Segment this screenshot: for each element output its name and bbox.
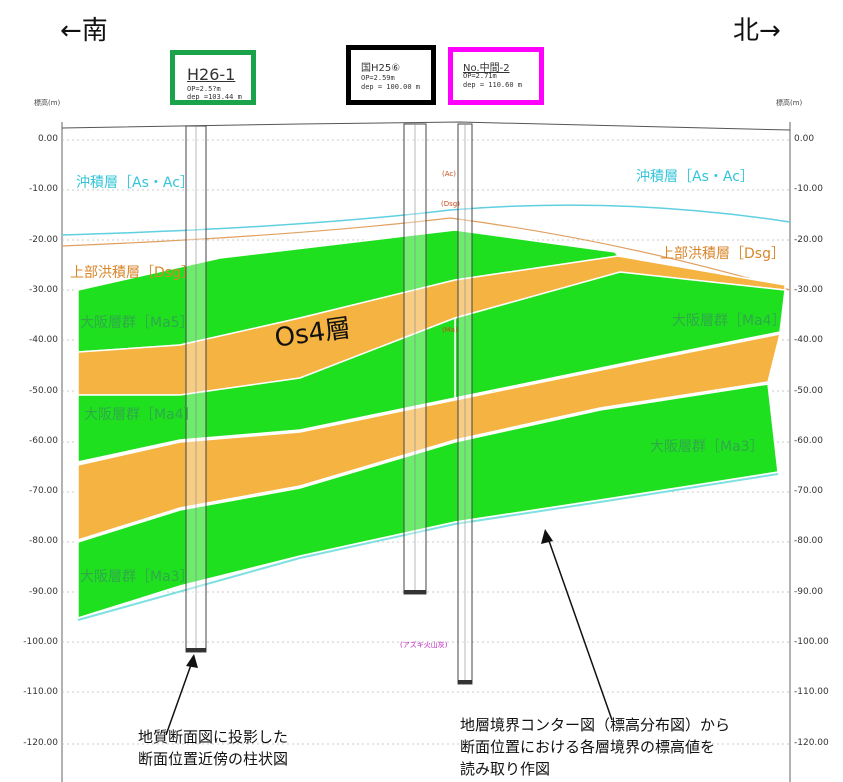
ma4-layer — [77, 316, 456, 463]
dsg-label-left: 上部洪積層［Dsg］ — [70, 265, 195, 281]
right-tick-label: -60.00 — [794, 435, 824, 446]
borehole-op: OP=2.59m — [361, 74, 395, 82]
as-ac-label-left: 沖積層［As・Ac］ — [76, 175, 194, 191]
right-tick-label: -120.00 — [794, 737, 829, 748]
borehole-depth: dep =103.44 m — [187, 93, 242, 101]
borehole-op: OP=2.5?m — [187, 85, 221, 93]
borehole-column-h26-1 — [185, 125, 207, 653]
left-tick-label: -110.00 — [23, 687, 58, 698]
borehole-depth: dep = 100.00 m — [361, 83, 421, 91]
south-direction-label: ←南 — [60, 16, 108, 46]
dsg-label-right: 上部洪積層［Dsg］ — [660, 246, 785, 262]
ash-mark: (アズキ火山灰) — [400, 641, 448, 649]
borehole-box-h26-1: H26-1 OP=2.5?m dep =103.44 m — [170, 50, 256, 105]
right-tick-label: -50.00 — [794, 385, 824, 396]
left-axis-label: 標高(m) — [34, 99, 61, 107]
caption-right-line-1: 地層境界コンター図（標高分布図）から — [460, 716, 731, 734]
left-tick-label: -100.00 — [23, 637, 58, 647]
ma3-lower-boundary — [77, 473, 779, 621]
left-tick-label: -60.00 — [28, 435, 58, 446]
ma-mark: (Ma) — [442, 326, 458, 334]
ma3-label-right: 大阪層群［Ma3］ — [650, 439, 764, 455]
dsg-mark: (Dsg) — [441, 200, 460, 208]
right-tick-label: 0.00 — [794, 134, 815, 144]
caption-right-line-2: 断面位置における各層境界の標高値を — [460, 738, 716, 756]
left-tick-label: -50.00 — [28, 385, 58, 396]
ground-surface-line — [61, 121, 791, 131]
borehole-column-chukan-2 — [457, 123, 473, 685]
borehole-column-kuni-h25 — [403, 123, 427, 595]
ac-mark: (Ac) — [442, 170, 456, 178]
borehole-id: 国H25⑥ — [361, 63, 401, 74]
caption-left-line-1: 地質断面図に投影した — [138, 728, 289, 746]
ma4-label-left: 大阪層群［Ma4］ — [84, 407, 198, 423]
right-tick-label: -70.00 — [794, 486, 824, 497]
as-ac-label-right: 沖積層［As・Ac］ — [636, 169, 754, 185]
right-tick-label: -30.00 — [794, 284, 824, 295]
dsg-boundary — [61, 217, 791, 291]
left-tick-label: -20.00 — [28, 234, 58, 245]
os3-layer — [77, 333, 782, 542]
right-tick-label: -90.00 — [794, 586, 824, 597]
left-tick-label: -10.00 — [28, 184, 58, 195]
borehole-box-chukan-2: No.中間-2 OP=2.71m dep = 110.60 m — [448, 47, 544, 105]
caption-right: 地層境界コンター図（標高分布図）から 断面位置における各層境界の標高値を 読み取… — [460, 714, 730, 780]
caption-right-line-3: 読み取り作図 — [460, 760, 551, 778]
borehole-box-kuni-h25: 国H25⑥ OP=2.59m dep = 100.00 m — [346, 45, 436, 105]
left-tick-label: -90.00 — [28, 586, 58, 597]
borehole-op: OP=2.71m — [463, 72, 497, 80]
right-tick-label: -80.00 — [794, 536, 824, 547]
ma5-label: 大阪層群［Ma5］ — [80, 315, 194, 331]
ma3-layer — [77, 383, 779, 620]
left-tick-label: 0.00 — [37, 134, 58, 144]
as-ac-boundary — [61, 204, 791, 236]
right-tick-label: -110.00 — [794, 687, 829, 698]
left-tick-label: -120.00 — [23, 737, 58, 748]
arrow-to-boundary — [541, 529, 613, 721]
left-tick-label: -30.00 — [28, 284, 58, 295]
arrow-to-borehole — [165, 654, 198, 736]
right-tick-label: -20.00 — [794, 234, 824, 245]
left-tick-label: -80.00 — [28, 536, 58, 547]
borehole-id: H26-1 — [187, 65, 236, 84]
ma4-label-right: 大阪層群［Ma4］ — [672, 313, 786, 329]
right-tick-label: -40.00 — [794, 335, 824, 346]
caption-left: 地質断面図に投影した 断面位置近傍の柱状図 — [138, 726, 288, 770]
ma3-label-left: 大阪層群［Ma3］ — [80, 569, 194, 585]
right-tick-label: -10.00 — [794, 184, 824, 195]
right-tick-label: -100.00 — [794, 637, 829, 647]
left-tick-label: -40.00 — [28, 335, 58, 346]
borehole-id: No.中間-2 — [463, 63, 510, 74]
left-tick-label: -70.00 — [28, 486, 58, 497]
north-direction-label: 北→ — [733, 16, 781, 46]
caption-left-line-2: 断面位置近傍の柱状図 — [138, 750, 289, 768]
right-axis-label: 標高(m) — [776, 99, 803, 107]
borehole-depth: dep = 110.60 m — [463, 81, 523, 89]
